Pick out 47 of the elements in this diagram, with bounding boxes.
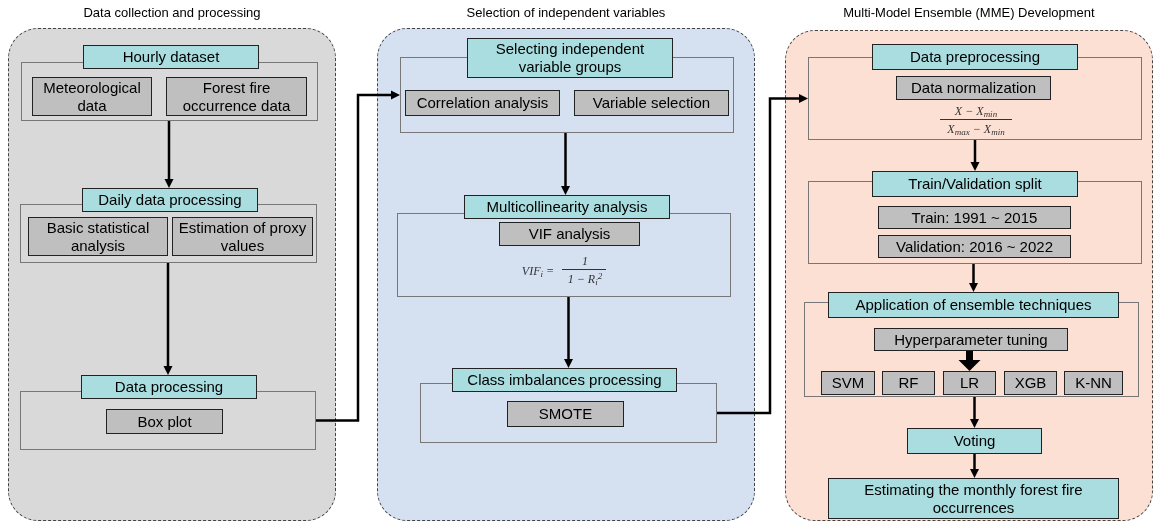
- step-box: Estimating the monthly forest fire occurrences: [828, 478, 1119, 519]
- process-box: Validation: 2016 ~ 2022: [878, 235, 1071, 258]
- arrow: [969, 264, 978, 292]
- process-box: VIF analysis: [499, 222, 640, 246]
- arrow: [561, 133, 570, 195]
- formula-text: X$_{max}$ − X$_{min}$: [946, 120, 1006, 137]
- step-header: Data processing: [81, 375, 257, 399]
- step-header: Daily data processing: [82, 188, 258, 212]
- formula-text: X − X$_{min}$: [953, 103, 999, 118]
- process-box: RF: [882, 371, 935, 395]
- process-box: SVM: [821, 371, 875, 395]
- arrow: [164, 121, 174, 188]
- arrow: [163, 263, 173, 375]
- process-box: Variable selection: [574, 90, 729, 116]
- process-box: XGB: [1004, 371, 1057, 395]
- arrow: [717, 94, 808, 415]
- panel-title: Data collection and processing: [83, 4, 261, 22]
- step-header: Multicollinearity analysis: [464, 195, 670, 219]
- process-box: LR: [943, 371, 996, 395]
- arrow: [564, 297, 573, 368]
- step-header: Class imbalances processing: [452, 368, 677, 392]
- step-box: Voting: [907, 428, 1042, 454]
- process-box: Meteorological data: [32, 77, 152, 116]
- arrow: [970, 140, 980, 171]
- process-box: Basic statistical analysis: [28, 217, 168, 256]
- step-header: Train/Validation split: [872, 171, 1078, 197]
- panel-title: Selection of independent variables: [466, 4, 666, 22]
- step-header: Selecting independent variable groups: [467, 38, 673, 78]
- process-box: Box plot: [106, 409, 223, 434]
- step-header: Application of ensemble techniques: [828, 292, 1119, 318]
- panel-title: Multi-Model Ensemble (MME) Development: [843, 4, 1095, 22]
- step-header: Hourly dataset: [83, 45, 259, 69]
- arrow: [970, 397, 979, 428]
- process-box: SMOTE: [507, 401, 624, 427]
- process-box: Estimation of proxy values: [172, 217, 313, 256]
- process-box: Correlation analysis: [405, 90, 560, 116]
- arrow: [316, 90, 400, 422]
- block-arrow: [958, 351, 981, 371]
- process-box: K-NN: [1064, 371, 1123, 395]
- formula-text: VIF$_{i}$ =: [520, 263, 556, 279]
- process-box: Data normalization: [896, 76, 1051, 100]
- process-box: Train: 1991 ~ 2015: [878, 206, 1071, 229]
- process-box: Forest fire occurrence data: [166, 77, 307, 116]
- step-header: Data preprocessing: [872, 44, 1078, 70]
- process-box: Hyperparameter tuning: [874, 328, 1068, 351]
- formula-text: 1: [581, 254, 589, 268]
- arrow: [970, 454, 979, 478]
